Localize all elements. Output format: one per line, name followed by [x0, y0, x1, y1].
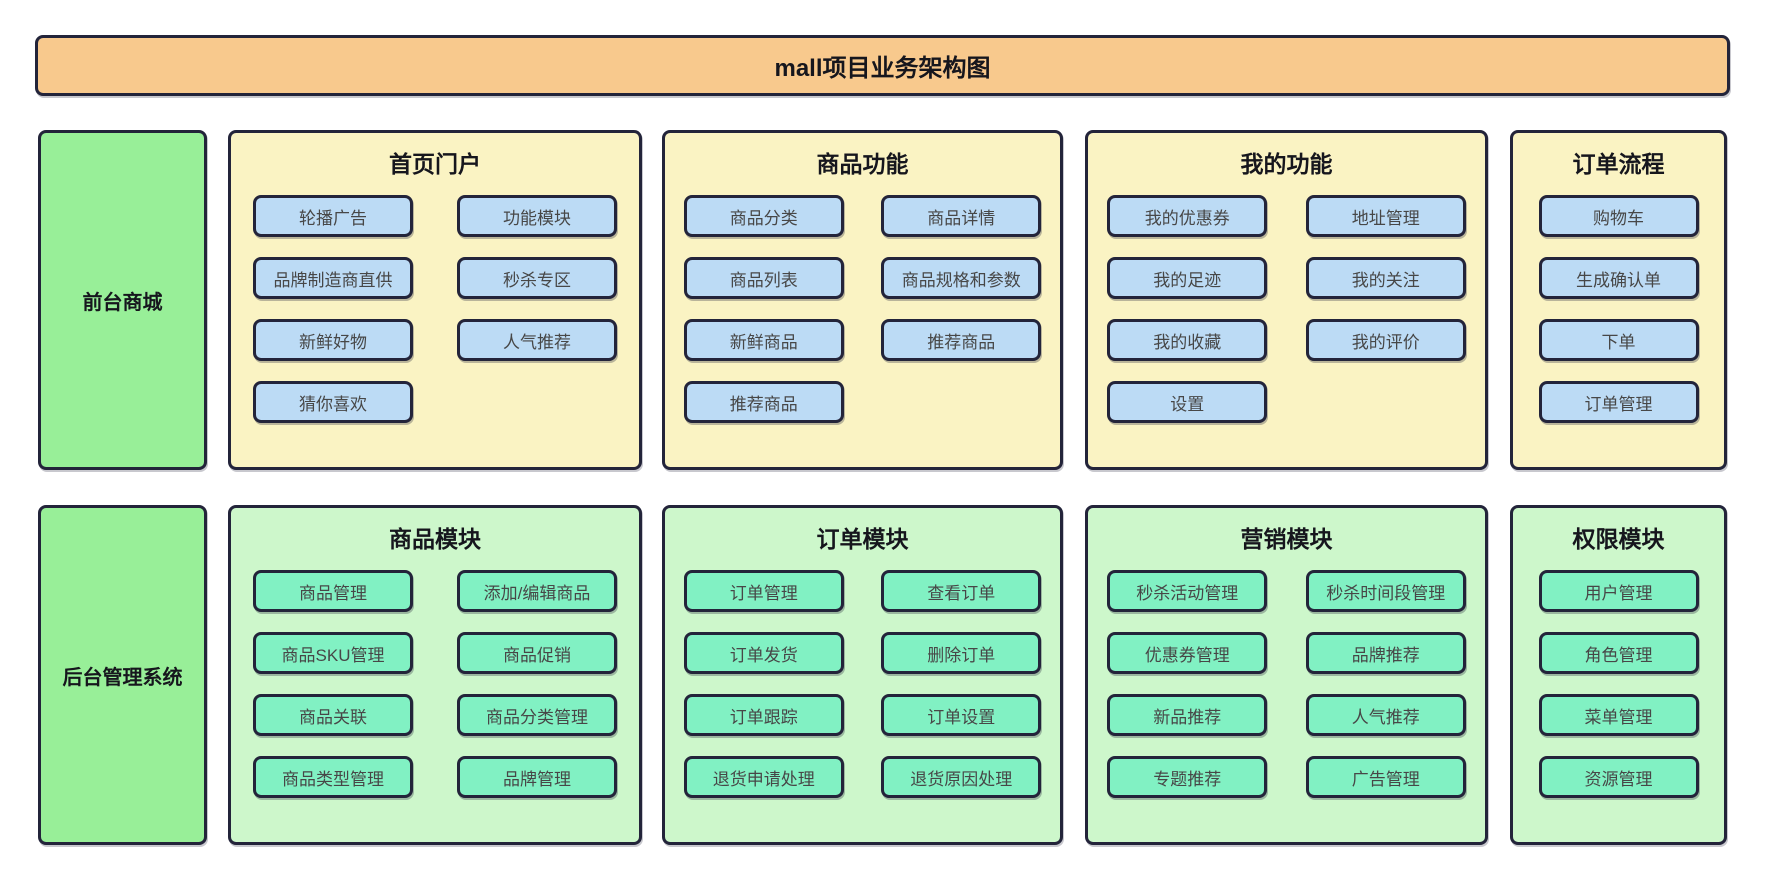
marketing-module-item: 人气推荐: [1305, 694, 1466, 736]
marketing-module-title: 营销模块: [1240, 526, 1333, 552]
product-module-title: 商品模块: [389, 526, 481, 552]
marketing-module-item: 秒杀活动管理: [1107, 570, 1268, 612]
product-module-item: 商品SKU管理: [253, 632, 413, 674]
home-portal-item: 功能模块: [457, 195, 617, 237]
product-features-item: 商品分类: [683, 195, 844, 237]
order-module-item: 退货原因处理: [881, 756, 1042, 798]
product-features-item: 商品规格和参数: [881, 257, 1042, 299]
frontend-mall-row: 前台商城 首页门户轮播广告 功能模块品牌制造商直供 秒杀专区新鲜好物 人气推荐猜你喜欢 商…: [0, 130, 1765, 470]
my-features-title: 我的功能: [1240, 151, 1333, 177]
diagram-title: mall项目业务架构图: [35, 35, 1730, 96]
order-flow-items: 购物车生成确认单下单订单管理: [1513, 195, 1724, 423]
order-flow-item: 生成确认单: [1538, 257, 1699, 299]
marketing-module-item: 广告管理: [1305, 756, 1466, 798]
my-features-item: 我的收藏: [1107, 319, 1268, 361]
home-portal-item: 秒杀专区: [457, 257, 617, 299]
product-module-item: 商品管理: [253, 570, 413, 612]
my-features-items: 我的优惠券地址管理我的足迹我的关注我的收藏我的评价设置: [1088, 195, 1485, 423]
product-features-item: 推荐商品: [683, 381, 844, 423]
home-portal-item: 轮播广告: [253, 195, 413, 237]
product-module-item: 商品关联: [253, 694, 413, 736]
marketing-module-item: 专题推荐: [1107, 756, 1268, 798]
my-features-item: 我的评价: [1305, 319, 1466, 361]
permission-module-item: 角色管理: [1538, 632, 1699, 674]
marketing-module-item: 秒杀时间段管理: [1305, 570, 1466, 612]
product-module-items: 商品管理 添加/编辑商品商品SKU管理 商品促销商品关联 商品分类管理商品类型管理 品牌…: [231, 570, 639, 798]
product-module-item: 商品类型管理: [253, 756, 413, 798]
marketing-module-item: 品牌推荐: [1305, 632, 1466, 674]
panel-marketing-module: 营销模块秒杀活动管理秒杀时间段管理优惠券管理品牌推荐新品推荐人气推荐专题推荐广告…: [1085, 505, 1488, 845]
marketing-module-items: 秒杀活动管理秒杀时间段管理优惠券管理品牌推荐新品推荐人气推荐专题推荐广告管理: [1088, 570, 1485, 798]
permission-module-item: 菜单管理: [1538, 694, 1699, 736]
home-portal-item: 人气推荐: [457, 319, 617, 361]
permission-module-title: 权限模块: [1572, 526, 1665, 552]
home-portal-item: 新鲜好物: [253, 319, 413, 361]
backend-admin-row: 后台管理系统 商品模块商品管理 添加/编辑商品商品SKU管理 商品促销商品关联 商品分类…: [0, 505, 1765, 845]
permission-module-item: 资源管理: [1538, 756, 1699, 798]
my-features-item: 我的关注: [1305, 257, 1466, 299]
panel-order-flow: 订单流程购物车生成确认单下单订单管理: [1510, 130, 1727, 470]
permission-module-items: 用户管理角色管理菜单管理资源管理: [1513, 570, 1724, 798]
order-module-item: 订单设置: [881, 694, 1042, 736]
order-flow-title: 订单流程: [1572, 151, 1665, 177]
backend-admin-row-label: 后台管理系统: [38, 505, 207, 845]
product-features-item: 商品列表: [683, 257, 844, 299]
home-portal-items: 轮播广告 功能模块品牌制造商直供 秒杀专区新鲜好物 人气推荐猜你喜欢: [231, 195, 639, 423]
permission-module-item: 用户管理: [1538, 570, 1699, 612]
product-features-items: 商品分类商品详情商品列表商品规格和参数新鲜商品推荐商品推荐商品: [665, 195, 1060, 423]
order-module-item: 查看订单: [881, 570, 1042, 612]
panel-home-portal: 首页门户轮播广告 功能模块品牌制造商直供 秒杀专区新鲜好物 人气推荐猜你喜欢: [228, 130, 642, 470]
order-module-item: 退货申请处理: [683, 756, 844, 798]
panel-my-features: 我的功能我的优惠券地址管理我的足迹我的关注我的收藏我的评价设置: [1085, 130, 1488, 470]
order-module-items: 订单管理查看订单订单发货删除订单订单跟踪订单设置退货申请处理退货原因处理: [665, 570, 1060, 798]
my-features-item: 地址管理: [1305, 195, 1466, 237]
panel-order-module: 订单模块订单管理查看订单订单发货删除订单订单跟踪订单设置退货申请处理退货原因处理: [662, 505, 1063, 845]
order-flow-item: 订单管理: [1538, 381, 1699, 423]
marketing-module-item: 新品推荐: [1107, 694, 1268, 736]
order-module-item: 删除订单: [881, 632, 1042, 674]
product-features-item: 推荐商品: [881, 319, 1042, 361]
my-features-item: 我的足迹: [1107, 257, 1268, 299]
product-module-item: 商品促销: [457, 632, 617, 674]
product-module-item: 添加/编辑商品: [457, 570, 617, 612]
frontend-mall-row-label: 前台商城: [38, 130, 207, 470]
product-features-item: 商品详情: [881, 195, 1042, 237]
marketing-module-item: 优惠券管理: [1107, 632, 1268, 674]
home-portal-title: 首页门户: [389, 151, 481, 177]
order-module-item: 订单管理: [683, 570, 844, 612]
home-portal-item: 品牌制造商直供: [253, 257, 413, 299]
product-module-item: 商品分类管理: [457, 694, 617, 736]
order-flow-item: 购物车: [1538, 195, 1699, 237]
my-features-item: 设置: [1107, 381, 1268, 423]
order-module-item: 订单跟踪: [683, 694, 844, 736]
my-features-item: 我的优惠券: [1107, 195, 1268, 237]
panel-permission-module: 权限模块用户管理角色管理菜单管理资源管理: [1510, 505, 1727, 845]
product-features-title: 商品功能: [816, 151, 909, 177]
order-module-title: 订单模块: [816, 526, 909, 552]
panel-product-features: 商品功能商品分类商品详情商品列表商品规格和参数新鲜商品推荐商品推荐商品: [662, 130, 1063, 470]
home-portal-item: 猜你喜欢: [253, 381, 413, 423]
product-module-item: 品牌管理: [457, 756, 617, 798]
order-module-item: 订单发货: [683, 632, 844, 674]
product-features-item: 新鲜商品: [683, 319, 844, 361]
panel-product-module: 商品模块商品管理 添加/编辑商品商品SKU管理 商品促销商品关联 商品分类管理商品类型…: [228, 505, 642, 845]
order-flow-item: 下单: [1538, 319, 1699, 361]
